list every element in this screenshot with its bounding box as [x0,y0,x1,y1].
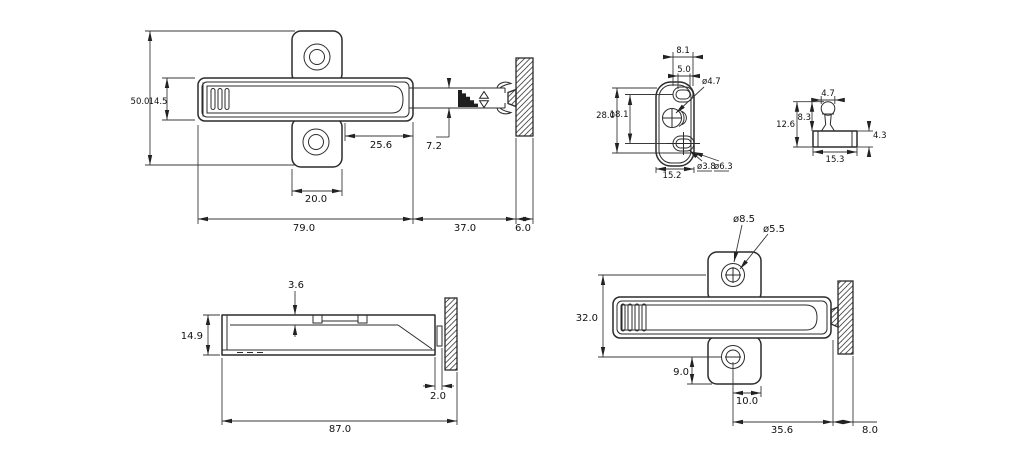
dimensions: 8.1 5.0 ø4.7 28.0 18.1 15.2 ø3.8 [596,46,733,181]
tip-hook [496,81,513,89]
dim-panel-thickness-label: 6.0 [515,223,531,234]
dim-plunger-height-label: 7.2 [426,141,442,152]
dim-gap-label: 2.0 [430,391,446,402]
tip-hook [496,107,513,115]
dim-hole-outer-dia-label: ø8.5 [733,214,755,225]
grille-slot [641,303,647,332]
ball-head [820,101,836,116]
dimensions: 32.0 ø8.5 ø5.5 9.0 10.0 35.6 8.0 [576,214,878,436]
grille-slot [627,303,633,332]
adjust-wedge-icon [458,90,478,108]
dim-overall-height-label: 12.6 [776,120,795,130]
dim-body-to-wall-label: 35.6 [771,425,793,436]
dim-hole-spacing-label: 32.0 [576,313,598,324]
clip-tab [312,314,323,324]
latch-body-geometry [197,30,534,168]
grille-slot [217,88,223,110]
body-geometry [221,297,458,371]
center-hole [662,108,682,128]
panel-wall [837,280,854,355]
plate-geometry [655,81,700,167]
dim-counterbore-label: ø6.3 [714,162,733,172]
dim-plate-width-label: 15.2 [663,171,682,181]
dim-pilot-hole-label: ø3.8 [697,162,716,172]
dim-slot-inner-label: 5.0 [677,65,691,75]
adjust-arrow-up-icon [478,90,490,99]
panel-wall [515,57,534,137]
dim-slot-outer-label: 8.1 [676,46,690,56]
dim-inset-label: 25.6 [370,140,392,151]
dim-body-length-label: 79.0 [293,223,315,234]
grille-slot [620,303,626,332]
view-top: 14.9 3.6 2.0 87.0 [181,280,458,435]
dim-hole-offset-label: 10.0 [736,396,758,407]
dim-overall-height-label: 50.0 [131,97,150,107]
clip-tab [357,314,368,324]
dim-overall-length-label: 87.0 [329,424,351,435]
panel-wall [444,297,458,371]
dimensions: 4.7 8.3 12.6 4.3 15.3 [776,89,886,165]
dim-panel-thickness-label: 8.0 [862,425,878,436]
grille-slot [224,88,230,110]
view-catch-stud: 4.7 8.3 12.6 4.3 15.3 [776,89,886,165]
dim-outer-span-label: 28.0 [596,111,615,121]
dim-body-height-label: 14.9 [181,331,203,342]
tip-bumper [830,306,839,328]
dim-extension-label: 37.0 [454,223,476,234]
grille-slot [210,88,216,110]
dim-flange-width-label: 20.0 [305,194,327,205]
view-side-retracted: 32.0 ø8.5 ø5.5 9.0 10.0 35.6 8.0 [576,214,878,436]
dim-notch-depth-label: 3.6 [288,280,304,291]
dim-hole-inner-dia-label: ø5.5 [763,224,785,235]
dim-hole-span-label: 18.1 [610,110,629,120]
dim-ball-dia-label: 4.7 [821,89,835,99]
dim-stud-height-label: 8.3 [797,113,811,123]
grille-slot [634,303,640,332]
dim-base-width-label: 15.3 [826,155,845,165]
view-side-extended: 50.0 14.5 25.6 7.2 20.0 79.0 37.0 6.0 [131,30,534,234]
adjust-arrow-down-icon [478,100,490,109]
dim-center-hole-dia-label: ø4.7 [702,77,721,87]
dim-base-height-label: 4.3 [873,131,887,141]
stud-geometry [812,101,858,148]
dim-body-height-label: 14.5 [149,97,168,107]
dimensions: 50.0 14.5 25.6 7.2 20.0 79.0 37.0 6.0 [131,30,534,234]
dimensions: 14.9 3.6 2.0 87.0 [181,280,458,435]
tip-bumper [507,88,517,108]
dim-hole-to-edge-label: 9.0 [673,367,689,378]
view-mount-plate: 8.1 5.0 ø4.7 28.0 18.1 15.2 ø3.8 [596,46,733,181]
